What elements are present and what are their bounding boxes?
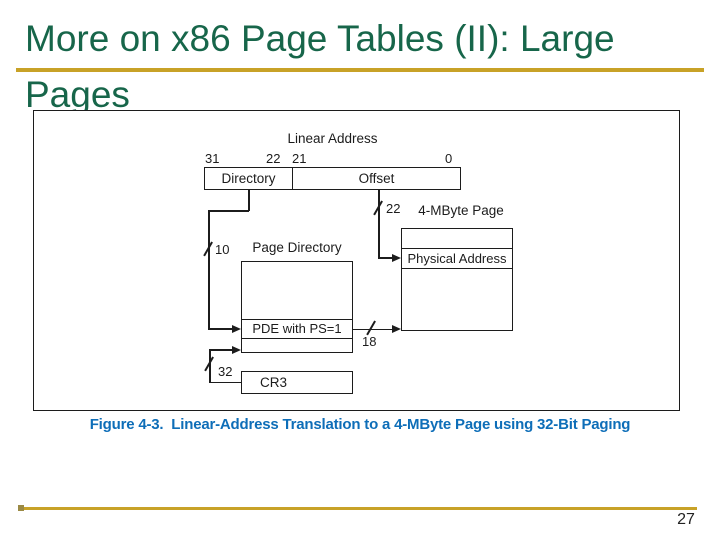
page-row-top-line xyxy=(402,247,512,249)
bus-width-22: 22 xyxy=(386,201,401,216)
arrowhead-into-physical-address xyxy=(392,253,401,262)
mbyte-page-box: Physical Address xyxy=(401,228,513,331)
page-directory-box: PDE with PS=1 xyxy=(241,261,353,353)
pde-row-top-line xyxy=(242,318,352,320)
figure-panel: Linear Address 31 22 21 0 Directory Offs… xyxy=(33,110,680,411)
page-directory-title: Page Directory xyxy=(252,240,342,255)
pde-to-page-line xyxy=(353,328,393,330)
pde-row-bottom-line xyxy=(242,337,352,339)
bit-label-0: 0 xyxy=(445,151,453,166)
mbyte-page-title: 4-MByte Page xyxy=(418,203,504,218)
bus-width-18: 18 xyxy=(362,334,377,349)
physical-address-entry: Physical Address xyxy=(407,251,507,266)
bit-label-21: 21 xyxy=(292,151,307,166)
bit-label-22: 22 xyxy=(266,151,281,166)
bus-width-10: 10 xyxy=(215,242,230,257)
cr3-connector-line xyxy=(209,381,241,383)
page-row-bottom-line xyxy=(402,267,512,269)
bit-label-31: 31 xyxy=(205,151,220,166)
directory-field: Directory xyxy=(221,171,276,186)
offset-connector-line xyxy=(378,257,393,259)
offset-field: Offset xyxy=(292,168,460,189)
pde-entry: PDE with PS=1 xyxy=(252,321,342,336)
footer-rule-accent xyxy=(18,505,24,511)
arrowhead-into-page xyxy=(392,325,401,333)
cr3-register-label: CR3 xyxy=(260,375,288,390)
footer-rule xyxy=(18,507,697,510)
cr3-box: CR3 xyxy=(241,371,353,394)
figure-caption: Figure 4-3. Linear-Address Translation t… xyxy=(89,416,631,433)
directory-connector-line xyxy=(248,190,250,211)
page-number: 27 xyxy=(677,511,695,528)
cr3-connector-line xyxy=(209,349,233,351)
linear-address-title: Linear Address xyxy=(287,131,378,146)
slide-title-line2: Pages xyxy=(25,74,130,115)
offset-connector-line xyxy=(378,190,380,259)
title-underline-rule xyxy=(16,68,704,72)
directory-connector-line xyxy=(208,328,233,330)
arrowhead-into-page-directory xyxy=(232,345,241,354)
cr3-connector-line xyxy=(209,349,211,383)
slide-title-line1: More on x86 Page Tables (II): Large xyxy=(25,18,615,59)
directory-connector-line xyxy=(208,210,210,330)
linear-address-box: Directory Offset xyxy=(204,167,461,190)
arrowhead-into-pde xyxy=(232,324,241,333)
bus-width-32: 32 xyxy=(218,364,233,379)
directory-connector-line xyxy=(208,210,249,212)
